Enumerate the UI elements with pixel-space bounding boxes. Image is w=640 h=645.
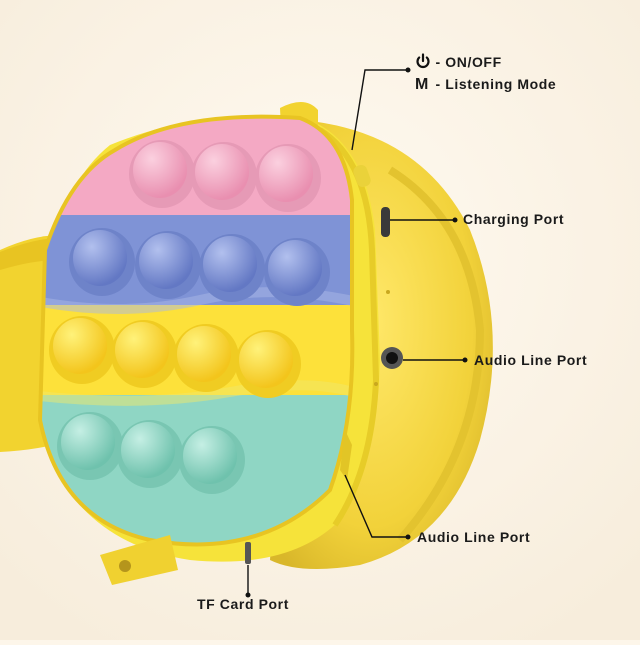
audio-jack-upper <box>381 347 403 369</box>
tf-card-slot <box>245 542 251 564</box>
charging-port-slot <box>381 207 390 237</box>
callout-tf-card-port: TF Card Port <box>197 596 289 612</box>
legend-power: - ON/OFF <box>415 53 502 72</box>
audio-slot-lower <box>340 430 352 480</box>
callout-charging-port: Charging Port <box>463 211 565 227</box>
callout-audio-line-port-lower: Audio Line Port <box>417 529 531 545</box>
legend-power-text: - ON/OFF <box>435 54 502 70</box>
legend-mode: M - Listening Mode <box>415 76 556 94</box>
power-icon <box>415 53 431 72</box>
legend-mode-key: M <box>415 76 429 93</box>
callout-audio-line-port-upper: Audio Line Port <box>474 352 588 368</box>
legend-mode-text: - Listening Mode <box>435 76 557 92</box>
